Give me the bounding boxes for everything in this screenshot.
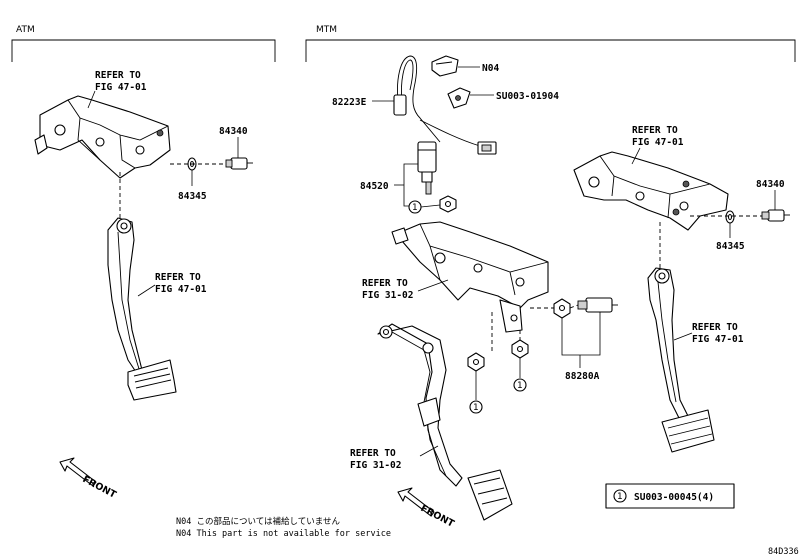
mtm-brake-pedal	[647, 267, 715, 453]
mtm-refer-mid-line2: FIG 47-01	[692, 334, 744, 345]
callout-circle-right: 1	[513, 378, 527, 392]
su003-01904-clamp	[447, 87, 471, 109]
mtm-stop-lamp-switch	[761, 209, 790, 222]
mtm-front-arrow-icon	[397, 487, 435, 517]
mtm-84340-label: 84340	[756, 179, 785, 190]
88280a-label: 88280A	[565, 371, 600, 382]
callout-circle-84520: 1	[408, 200, 422, 214]
clutch-switch-nut	[439, 195, 457, 213]
atm-pedal-bracket	[34, 95, 171, 179]
wire-harness	[393, 55, 497, 155]
mtm-washer	[725, 210, 735, 224]
note-english: N04 This part is not available for servi…	[176, 529, 391, 539]
mtm-refer-mid-line1: REFER TO	[692, 322, 738, 333]
mtm-section-bracket	[305, 39, 796, 62]
mtm-clutch-pedal	[377, 323, 513, 521]
mtm-brake-bracket	[573, 151, 729, 231]
atm-front-arrow-icon	[59, 457, 97, 487]
mtm-refer-top-line2: FIG 47-01	[632, 137, 684, 148]
note-japanese: N04 この部品については補給していません	[176, 516, 341, 527]
n04-clip	[431, 55, 459, 77]
84520-label: 84520	[360, 181, 389, 192]
refer-31-bot-line1: REFER TO	[350, 448, 396, 459]
atm-stop-lamp-switch	[225, 157, 253, 170]
mtm-nut-right	[511, 339, 529, 359]
atm-refer-top-line2: FIG 47-01	[95, 82, 147, 93]
atm-section-bracket	[11, 39, 276, 62]
callout-circle-left: 1	[469, 400, 483, 414]
atm-refer-mid-line1: REFER TO	[155, 272, 201, 283]
atm-refer-mid-line2: FIG 47-01	[155, 284, 207, 295]
refer-31-bot-line2: FIG 31-02	[350, 460, 401, 471]
mtm-refer-top-line1: REFER TO	[632, 125, 678, 136]
82223e-label: 82223E	[332, 97, 367, 108]
atm-84340-label: 84340	[219, 126, 248, 137]
n04-label: N04	[482, 63, 499, 74]
mtm-pedal-bracket	[391, 221, 549, 333]
mtm-84345-label: 84345	[716, 241, 745, 252]
svg-text:1: 1	[412, 203, 418, 213]
refer-31-top-line1: REFER TO	[362, 278, 408, 289]
legend-number: 1	[617, 492, 623, 502]
atm-brake-pedal	[107, 217, 177, 401]
refer-31-top-line2: FIG 31-02	[362, 290, 413, 301]
legend-box: 1 SU003-00045(4)	[605, 483, 735, 509]
atm-section-label: ATM	[16, 25, 35, 35]
atm-refer-top-line1: REFER TO	[95, 70, 141, 81]
88280a-switch	[577, 297, 618, 313]
svg-text:1: 1	[473, 403, 479, 413]
atm-front-label: FRONT	[81, 474, 119, 501]
mtm-front-label: FRONT	[419, 503, 457, 530]
clutch-switch	[417, 141, 437, 195]
su003-01904-label: SU003-01904	[496, 91, 559, 102]
mtm-section-label: MTM	[316, 25, 337, 35]
mtm-nut-left	[467, 352, 485, 372]
svg-text:1: 1	[517, 381, 523, 391]
88280a-nut	[553, 298, 571, 319]
atm-84345-label: 84345	[178, 191, 207, 202]
figure-id: 84D336	[768, 547, 799, 557]
legend-part-label: SU003-00045(4)	[634, 492, 714, 503]
